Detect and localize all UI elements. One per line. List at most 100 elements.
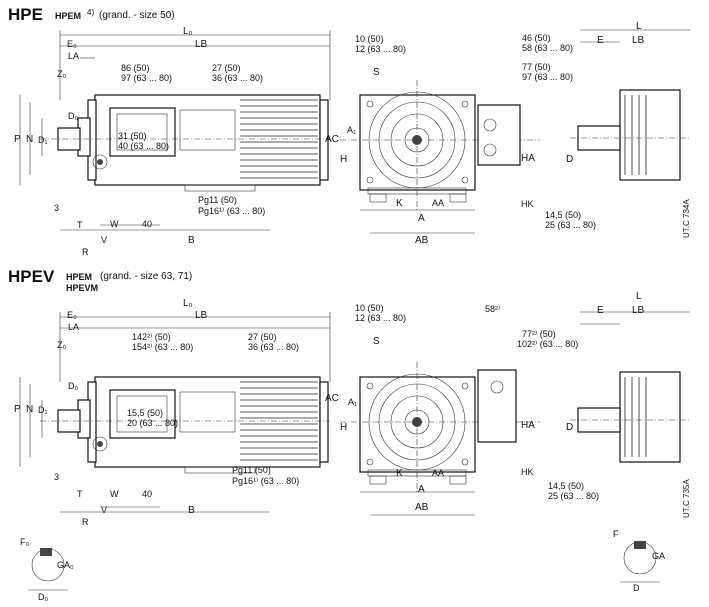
detail-D: D: [633, 583, 640, 593]
dim-Z0-top: Z₀: [57, 69, 67, 79]
dimension-lines-bottom: [19, 311, 690, 516]
dim-D0-top: D₀: [68, 111, 79, 121]
dim-A-bottom: A: [418, 484, 425, 495]
dim-E-bottom: E: [597, 305, 604, 316]
side-code-top: UT.C 734A: [682, 199, 691, 238]
pg-1-top: Pg11 (50): [198, 195, 237, 205]
key-detail-left: [28, 548, 68, 591]
dim-W-top: W: [110, 219, 119, 229]
dim-d2-top: 12 (63 ... 80): [355, 44, 407, 54]
dim-e2-top: 58 (63 ... 80): [522, 43, 574, 53]
dim-LA-bottom: LA: [68, 322, 80, 332]
pg-2-top: Pg16¹⁾ (63 ... 80): [198, 206, 266, 216]
dim-a2-bottom: 154²⁾ (63 ... 80): [132, 342, 194, 352]
side-view-top: [39, 94, 331, 192]
dim-AC-top: AC: [325, 134, 339, 145]
dim-E-top: E: [597, 35, 604, 46]
size-note-top: (grand. - size 50): [99, 10, 175, 21]
variant-bottom: HPEM: [66, 272, 93, 282]
dim-b1-top: 27 (50): [212, 63, 241, 73]
pg-1-bottom: Pg11 (50): [232, 465, 271, 475]
dim-f2-bottom: 102²⁾ (63 ... 80): [517, 339, 579, 349]
dim-Z0-bottom: Z₀: [57, 340, 67, 350]
terminal-box-bottom: [477, 369, 517, 443]
dim-d1-top: 10 (50): [355, 34, 384, 44]
dim-AA-bottom: AA: [432, 468, 445, 478]
dim-H-top: H: [340, 154, 348, 165]
pg-2-bottom: Pg16¹⁾ (63 ... 80): [232, 476, 300, 486]
dim-g2-bottom: 25 (63 ... 80): [548, 491, 600, 501]
dim-40-top: 40: [142, 219, 153, 229]
dim-B-top: B: [188, 235, 195, 246]
dim-AB-bottom: AB: [415, 502, 429, 513]
dim-L0-bottom: L₀: [183, 298, 193, 309]
side-code-bottom: UT.C 735A: [682, 479, 691, 518]
dim-LB2-bottom: LB: [632, 305, 645, 316]
dim-L-top: L: [636, 21, 642, 32]
dim-g1-top: 14,5 (50): [545, 210, 582, 220]
variant-top: HPEM: [55, 11, 82, 21]
dim-d2-bottom: 12 (63 ... 80): [355, 313, 407, 323]
dim-b1-bottom: 27 (50): [248, 332, 277, 342]
dim-K-bottom: K: [396, 468, 403, 479]
dimension-lines-top: [19, 29, 690, 234]
dim-c1-bottom: 15,5 (50): [127, 408, 164, 418]
side-view-bottom: [39, 376, 331, 474]
detail-GA0: GA₀: [57, 560, 74, 570]
dim-R-bottom: R: [82, 517, 89, 527]
variant-sup-top: 4): [87, 8, 95, 17]
dim-T-top: T: [77, 220, 83, 230]
dim-HK-top: HK: [521, 199, 534, 209]
shaft-view-top: [569, 89, 691, 181]
detail-D0: D₀: [38, 592, 49, 602]
dim-3-top: 3: [54, 203, 60, 213]
dim-HA-top: HA: [521, 153, 535, 164]
dim-L-bottom: L: [636, 291, 642, 302]
model-title-bottom: HPEV: [8, 267, 55, 286]
dim-c2-top: 40 (63 ... 80): [118, 141, 170, 151]
dim-f1-bottom: 77²⁾ (50): [522, 329, 556, 339]
dim-b2-bottom: 36 (63 ... 80): [248, 342, 300, 352]
dim-L0-top: L₀: [183, 26, 193, 37]
dim-LA-top: LA: [68, 51, 80, 61]
dim-AA-top: AA: [432, 198, 445, 208]
terminal-box-top: [477, 104, 521, 166]
dim-AB-top: AB: [415, 235, 429, 246]
dim-HA-bottom: HA: [521, 420, 535, 431]
dim-LB2-top: LB: [632, 35, 645, 46]
dim-AC-bottom: AC: [325, 393, 339, 404]
dim-B-bottom: B: [188, 505, 195, 516]
dim-D-bottom: D: [566, 422, 574, 433]
dim-a1-bottom: 142²⁾ (50): [132, 332, 171, 342]
dim-W-bottom: W: [110, 489, 119, 499]
dim-K-top: K: [396, 198, 403, 209]
variant2-bottom: HPEVM: [66, 283, 99, 293]
dim-P-bottom: P: [14, 404, 21, 415]
dim-c2-bottom: 20 (63 ... 80): [127, 418, 179, 428]
dim-V-bottom: V: [101, 505, 108, 515]
dim-d1-bottom: 10 (50): [355, 303, 384, 313]
dim-g1-bottom: 14,5 (50): [548, 481, 585, 491]
key-detail-right: [620, 541, 660, 583]
detail-GA: GA: [652, 551, 666, 561]
dim-b2-top: 36 (63 ... 80): [212, 73, 264, 83]
dim-E0-bottom: E₀: [67, 310, 77, 320]
dim-A1-bottom: A₁: [348, 397, 358, 407]
size-note-bottom: (grand. - size 63, 71): [100, 271, 193, 282]
shaft-view-bottom: [569, 371, 691, 463]
detail-F: F: [613, 529, 619, 539]
dim-a2-top: 97 (63 ... 80): [121, 73, 173, 83]
dim-e1-top: 46 (50): [522, 33, 551, 43]
dim-D0-bottom: D₀: [68, 381, 79, 391]
dim-f1-top: 77 (50): [522, 62, 551, 72]
dim-A1-top: A₁: [347, 125, 357, 135]
dim-LB-bottom: LB: [195, 310, 208, 321]
dim-V-top: V: [101, 235, 108, 245]
dim-S-bottom: S: [373, 336, 380, 347]
dim-N-top: N: [26, 134, 34, 145]
dim-P-top: P: [14, 134, 21, 145]
dim-a1-top: 86 (50): [121, 63, 150, 73]
dim-D1-bottom: D₁: [38, 405, 48, 415]
